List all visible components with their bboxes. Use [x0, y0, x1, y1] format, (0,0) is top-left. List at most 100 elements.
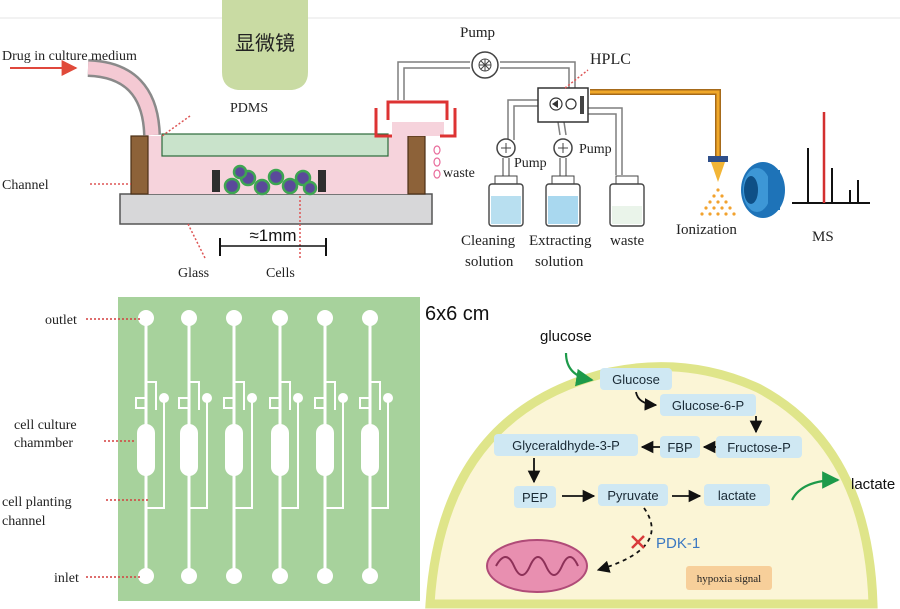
planting-port-2: [202, 393, 212, 403]
pump-right: [553, 138, 573, 158]
outlet-port-5: [317, 310, 333, 326]
glass-slab: [119, 193, 433, 225]
culture-label-line1: cell culture: [14, 418, 77, 433]
outlet-label: outlet: [45, 313, 77, 328]
ionizer: [700, 156, 736, 216]
serpentine-3: [223, 397, 234, 409]
hplc-ms-line: [590, 90, 720, 160]
planting-branch-side-5: [325, 400, 344, 509]
outlet-port-1: [138, 310, 154, 326]
inlet-label: inlet: [54, 571, 79, 586]
ms-label: MS: [812, 229, 834, 245]
channel-wall-right: [407, 135, 426, 195]
mitochondrion-icon: [486, 539, 588, 593]
svg-text:Pyruvate: Pyruvate: [607, 488, 658, 503]
scale-label: ≈1mm: [249, 226, 296, 245]
hplc-valve: [537, 87, 589, 123]
planting-branch-side-2: [189, 400, 208, 509]
node-pyruvate: Pyruvate: [598, 484, 668, 506]
planting-branch-side-1: [146, 400, 165, 509]
lactate-out-label: lactate: [851, 476, 895, 493]
bottle-cleaning-line2: solution: [465, 254, 514, 270]
bottle-cleaning-line1: Cleaning: [461, 233, 516, 249]
pdk1-inhibition-icon: [631, 535, 645, 549]
node-glucose: Glucose: [600, 368, 672, 390]
node-lactate: lactate: [704, 484, 770, 506]
svg-text:hypoxia signal: hypoxia signal: [697, 573, 761, 585]
inlet-port-4: [272, 568, 288, 584]
ionization-label: Ionization: [676, 222, 737, 238]
glass-label: Glass: [178, 266, 209, 281]
inlet-port-2: [181, 568, 197, 584]
planting-port-3: [247, 393, 257, 403]
planting-branch-top-5: [325, 381, 336, 410]
serpentine-6: [359, 397, 370, 409]
scale-bar: ≈1mm: [219, 226, 327, 256]
planting-branch-top-4: [280, 381, 291, 410]
culture-chamber-2: [180, 424, 198, 476]
culture-chamber-4: [271, 424, 289, 476]
pathway-arrows: [527, 391, 763, 573]
pdk1-label: PDK-1: [656, 535, 700, 552]
cells-cluster: [223, 164, 318, 196]
chip-cross-section: [119, 100, 457, 225]
planting-label-line2: channel: [2, 514, 46, 529]
outlet-port-6: [362, 310, 378, 326]
planting-branch-side-6: [370, 400, 389, 509]
svg-text:Glucose: Glucose: [612, 372, 660, 387]
svg-text:Glucose-6-P: Glucose-6-P: [672, 398, 744, 413]
planting-branch-top-6: [370, 381, 381, 410]
planting-branch-side-3: [234, 400, 253, 509]
bottle-waste: [609, 175, 645, 227]
planting-branch-side-4: [280, 400, 299, 509]
pdms-label: PDMS: [230, 101, 268, 116]
bottle-cleaning: [488, 175, 524, 227]
bottle-extracting-line2: solution: [535, 254, 584, 270]
lactate-export-arrow: [791, 471, 840, 501]
hplc-label: HPLC: [590, 51, 631, 68]
cells-label: Cells: [266, 266, 295, 281]
bottle-waste-label: waste: [610, 233, 644, 249]
culture-label-line2: chammber: [14, 436, 73, 451]
culture-chamber-3: [225, 424, 243, 476]
waste-drops: [433, 145, 441, 179]
bottle-extracting: [545, 175, 581, 227]
planting-branch-top-2: [189, 381, 200, 410]
svg-text:lactate: lactate: [718, 488, 756, 503]
microscope-label: 显微镜: [235, 32, 295, 55]
channel-label: Channel: [2, 178, 49, 193]
glucose-in-label: glucose: [540, 328, 592, 345]
serpentine-1: [135, 397, 146, 409]
hypoxia-signal-badge: hypoxia signal: [686, 566, 772, 590]
outlet-port-3: [226, 310, 242, 326]
culture-chamber-1: [137, 424, 155, 476]
drug-label: Drug in culture medium: [2, 49, 137, 64]
node-fructose-p: Fructose-P: [716, 436, 802, 458]
outlet-port-2: [181, 310, 197, 326]
glucose-uptake-arrow: [564, 352, 594, 387]
svg-text:PEP: PEP: [522, 490, 548, 505]
planting-branch-top-1: [146, 381, 157, 410]
culture-chamber-5: [316, 424, 334, 476]
node-glucose-6-p: Glucose-6-P: [660, 394, 756, 416]
pump-right-label: Pump: [579, 142, 612, 157]
ms-spectrum-icon: [792, 112, 870, 204]
serpentine-4: [269, 397, 280, 409]
culture-chamber-6: [361, 424, 379, 476]
chip-size-label: 6x6 cm: [425, 303, 489, 325]
planting-port-1: [159, 393, 169, 403]
inlet-port-5: [317, 568, 333, 584]
inlet-port-3: [226, 568, 242, 584]
svg-text:Glyceraldhyde-3-P: Glyceraldhyde-3-P: [512, 438, 620, 453]
pump-left-label: Pump: [514, 156, 547, 171]
node-glyceraldehyde-3-p: Glyceraldhyde-3-P: [494, 434, 638, 456]
bottle-extracting-line1: Extracting: [529, 233, 592, 249]
pump-top-label: Pump: [460, 25, 495, 41]
pump-top: [471, 51, 499, 79]
tubing: [397, 61, 623, 178]
planting-branch-top-3: [234, 381, 245, 410]
pdms-layer: [161, 133, 389, 157]
chip-channels: [135, 310, 393, 584]
ms-inlet-icon: [741, 162, 785, 218]
